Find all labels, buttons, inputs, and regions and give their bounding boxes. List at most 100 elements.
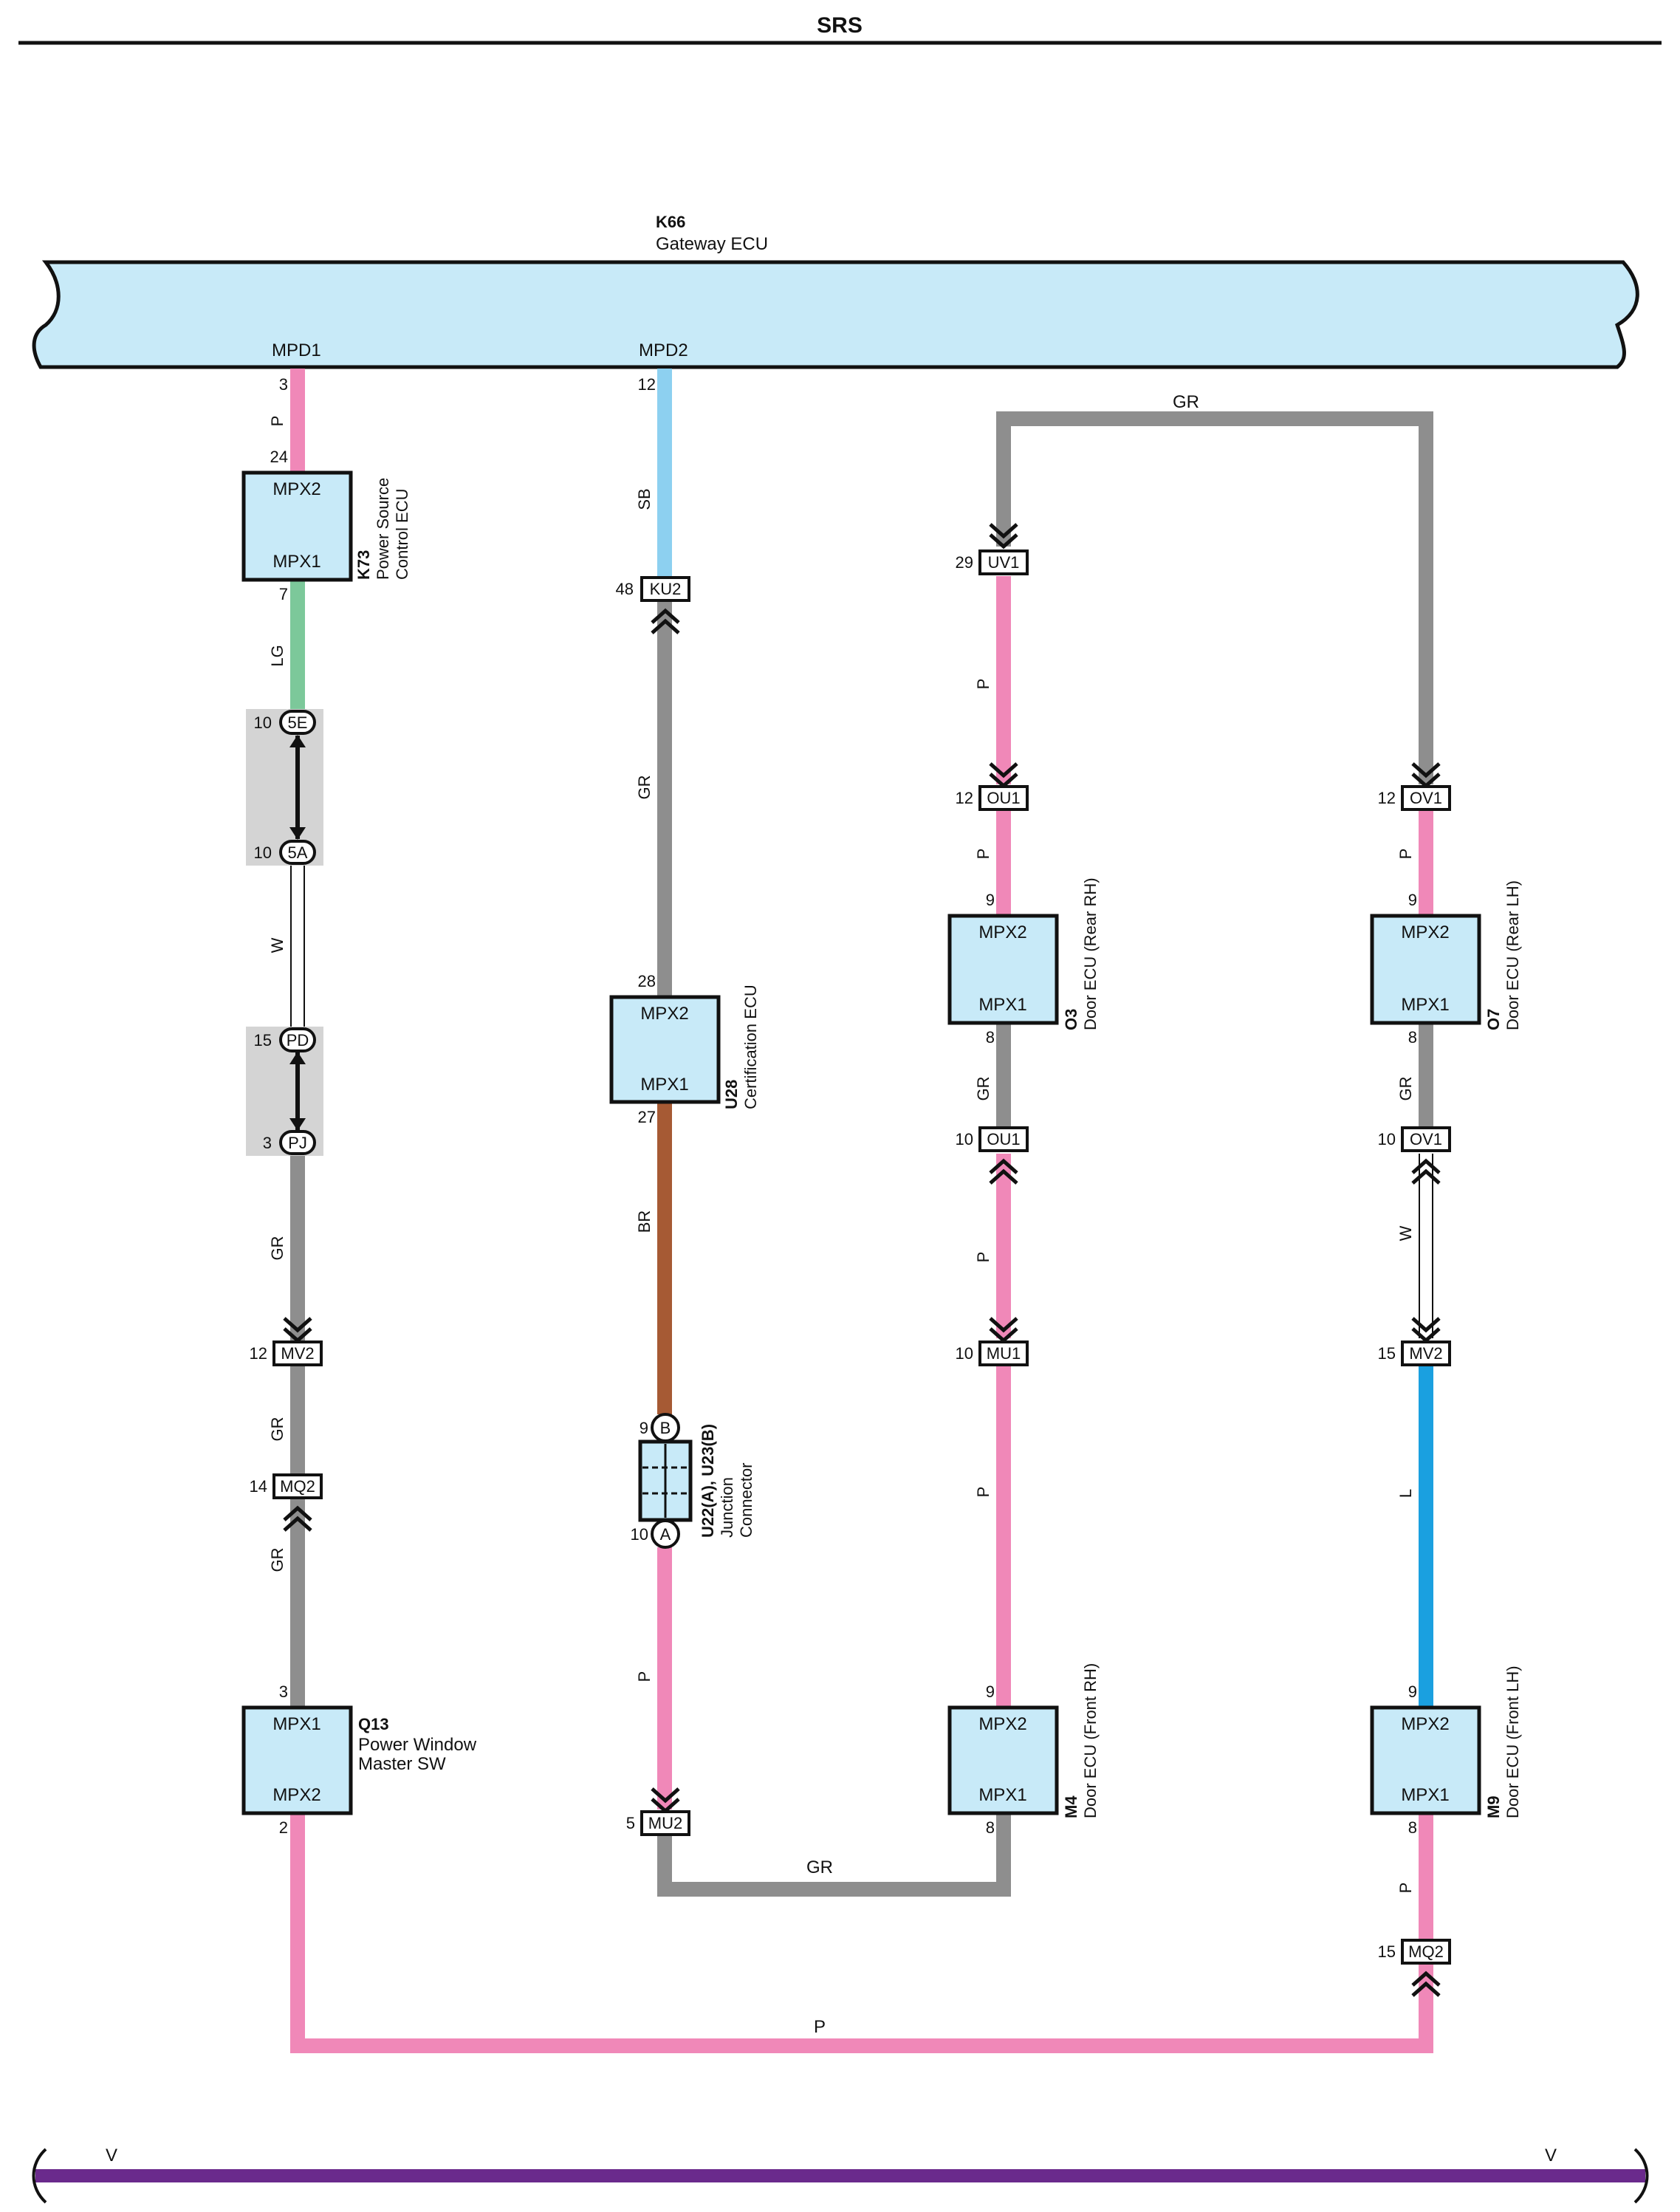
ecu-pin-top: MPX2	[640, 1004, 688, 1024]
wire-label: GR	[974, 1077, 992, 1101]
pin-number: 10	[1378, 1130, 1396, 1148]
ecu-name: Door ECU (Front RH)	[1081, 1663, 1100, 1818]
pin-number: 10	[956, 1344, 973, 1363]
junction-pin-b	[651, 1413, 680, 1442]
splice-5e-5a: 5E 10 5A 10	[246, 709, 323, 866]
v-bus-label-right: V	[1545, 2146, 1557, 2165]
wire-label: W	[1396, 1225, 1415, 1241]
page-title: SRS	[817, 13, 863, 38]
wires	[290, 369, 1433, 2053]
pin-number: 8	[1408, 1028, 1417, 1047]
junction-pin-a	[651, 1519, 680, 1549]
pin-number: 9	[1408, 891, 1417, 909]
pin-number: 3	[263, 1134, 272, 1152]
pin-number: 15	[1378, 1344, 1396, 1363]
pin-number: 8	[986, 1818, 995, 1837]
ecu-pin-top: MPX2	[1401, 922, 1449, 942]
ecu-pin-top: MPX2	[1401, 1714, 1449, 1734]
pin-number: 7	[279, 585, 288, 603]
connector-label: OV1	[1410, 1130, 1442, 1148]
connector-label: MQ2	[1408, 1942, 1444, 1961]
pin-number: 14	[250, 1477, 267, 1496]
ecu-o3: MPX2 MPX1 9 8 O3 Door ECU (Rear RH)	[947, 877, 1100, 1047]
connector-label: KU2	[650, 580, 682, 598]
pin-number: 8	[1408, 1818, 1417, 1837]
junction-pin-label: A	[660, 1525, 671, 1544]
ecu-pin-top: MPX1	[272, 1714, 320, 1734]
ecu-name: Door ECU (Front LH)	[1504, 1665, 1522, 1818]
ecu-code: O3	[1062, 1009, 1080, 1030]
wire-label: GR	[1173, 392, 1199, 412]
wire-label: GR	[1396, 1077, 1415, 1101]
wire-uv1-ov1	[996, 411, 1433, 784]
pin-number: 24	[270, 448, 288, 466]
wire-label: GR	[268, 1417, 287, 1442]
ecu-pin-bottom: MPX1	[640, 1075, 688, 1095]
connector-mu1: MU1 10	[956, 1317, 1029, 1366]
ecu-name: Master SW	[358, 1754, 446, 1774]
ecu-code: U28	[722, 1080, 741, 1109]
wire-label: P	[1396, 1883, 1415, 1894]
wire-label: GR	[268, 1236, 287, 1261]
ecu-name: Power Window	[358, 1735, 477, 1755]
wire-labels: P LG W GR GR GR SB GR BR P GR GR P P GR …	[268, 392, 1415, 2037]
junction-connector-u22-u23: B A 9 10 U22(A), U23(B) Junction Connect…	[631, 1413, 755, 1549]
wire-label: BR	[635, 1211, 654, 1233]
wire-mu2-m4	[657, 1813, 1011, 1897]
wire-label: LG	[268, 645, 287, 666]
pin-number: 10	[956, 1130, 973, 1148]
wire-label: P	[974, 679, 992, 690]
junction-pin-label: B	[660, 1419, 671, 1437]
pin-number: 3	[279, 1682, 288, 1701]
ecu-code: M4	[1062, 1795, 1080, 1818]
ecu-pin-bottom: MPX1	[272, 552, 320, 572]
wire-label: L	[1396, 1489, 1415, 1498]
ecu-code: K73	[354, 550, 373, 580]
pin-number: 12	[1378, 789, 1396, 807]
pin-number: 5	[626, 1814, 635, 1832]
connector-label: MV2	[281, 1344, 314, 1363]
gateway-pin-mpd1: MPD1	[272, 340, 321, 360]
splice-pin-pd	[279, 1027, 316, 1052]
pin-number: 10	[254, 713, 272, 732]
splice-pin-pj	[279, 1130, 316, 1155]
connector-ou1-lower: OU1 10	[956, 1126, 1029, 1185]
ecu-m4: MPX2 MPX1 9 8 M4 Door ECU (Front RH)	[947, 1663, 1100, 1837]
ecu-pin-bottom: MPX1	[1401, 995, 1449, 1015]
splice-label: PJ	[288, 1134, 307, 1152]
ecu-pin-bottom: MPX1	[1401, 1785, 1449, 1805]
ecu-name: Control ECU	[393, 489, 411, 580]
pin-number: 9	[640, 1419, 648, 1437]
connector-label: OV1	[1410, 789, 1442, 807]
splice-pin-5a	[279, 840, 316, 865]
connector-label: OU1	[987, 789, 1020, 807]
wire-label: P	[814, 2017, 826, 2037]
wire-q13-mq2	[290, 1813, 1433, 2053]
pin-number: 9	[1408, 1682, 1417, 1701]
connector-mv2-left: MV2 12	[250, 1317, 323, 1366]
v-bus-label-left: V	[106, 2146, 117, 2165]
wire-label: GR	[806, 1857, 833, 1877]
wire-label: P	[1396, 849, 1415, 860]
splice-pd-pj: PD 15 PJ 3	[246, 1027, 323, 1156]
ecu-code: O7	[1484, 1009, 1503, 1030]
connector-label: UV1	[988, 553, 1020, 572]
pin-number: 15	[254, 1031, 272, 1049]
gateway-code: K66	[656, 213, 685, 231]
pin-number: 12	[956, 789, 973, 807]
wire-label: P	[635, 1671, 654, 1682]
splice-label: 5A	[288, 843, 308, 862]
connector-mv2-right: MV2 15	[1378, 1317, 1451, 1366]
pin-number: 9	[986, 1682, 995, 1701]
connector-ov1-upper: OV1 12	[1378, 762, 1451, 811]
wire-label: W	[268, 937, 287, 953]
connector-label: MU2	[648, 1814, 682, 1832]
connector-ku2: KU2 48	[616, 576, 690, 634]
pin-number: 8	[986, 1028, 995, 1047]
splice-label: PD	[287, 1031, 309, 1049]
wire-label: P	[974, 1252, 992, 1263]
pin-number: 12	[638, 375, 656, 394]
ecu-name: Door ECU (Rear LH)	[1504, 880, 1522, 1030]
pin-number: 27	[638, 1108, 656, 1126]
junction-name: Junction	[718, 1477, 736, 1538]
